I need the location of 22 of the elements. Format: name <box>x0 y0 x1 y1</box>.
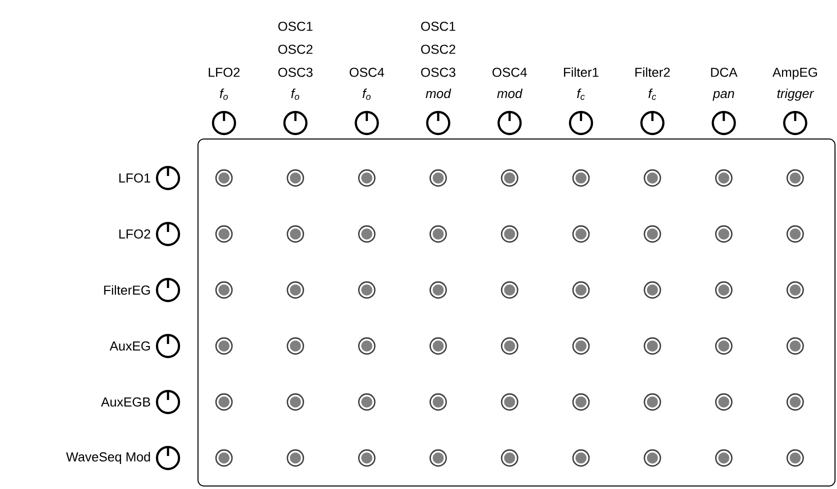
row-label: WaveSeq Mod <box>66 452 150 464</box>
column-heading: OSC4 <box>492 68 527 77</box>
parameter-label: mod <box>497 88 523 98</box>
row-label: LFO1 <box>119 173 150 183</box>
parameter-label: trigger <box>777 88 814 101</box>
parameter-label: f$_{o}$ <box>291 88 300 100</box>
row-label: FilterEG <box>104 285 150 295</box>
column-heading: OSC4 <box>350 68 384 77</box>
column-heading: LFO2 <box>208 68 240 77</box>
row-label: AuxEGB <box>100 397 150 407</box>
parameter-label: f$_{c}$ <box>648 88 656 100</box>
column-heading: AmpEG <box>772 68 817 80</box>
row-label: LFO2 <box>119 229 150 239</box>
parameter-label: f$_{o}$ <box>362 88 371 100</box>
parameter-label: f$_{o}$ <box>220 88 228 100</box>
column-heading: Filter2 <box>635 67 670 77</box>
parameter-label: f$_{c}$ <box>577 88 585 100</box>
parameter-label: mod <box>426 88 452 98</box>
row-label: AuxEG <box>110 341 150 351</box>
column-heading: DCA <box>711 68 738 77</box>
parameter-label: pan <box>712 91 734 101</box>
column-heading: Filter1 <box>564 67 598 77</box>
